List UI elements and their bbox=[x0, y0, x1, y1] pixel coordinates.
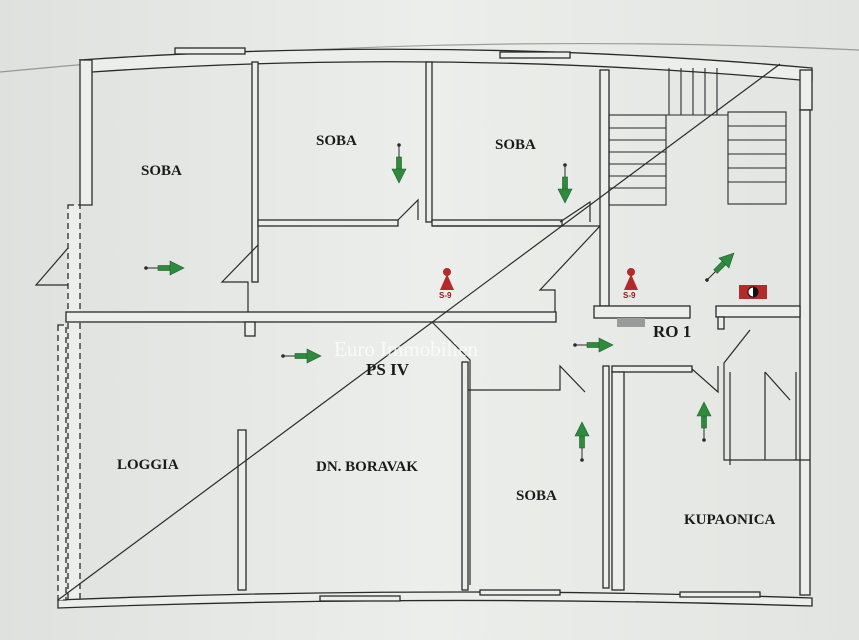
room-label-kupaonica: KUPAONICA bbox=[684, 512, 776, 528]
room-labels: SOBA SOBA SOBA SOBA LOGGIA DN. BORAVAK K… bbox=[117, 133, 776, 528]
walls bbox=[34, 47, 813, 609]
room-label-soba-3: SOBA bbox=[495, 137, 536, 153]
sensor-marker-1: S-9 bbox=[439, 268, 454, 300]
watermark: Euro Immobilien bbox=[334, 337, 479, 361]
svg-text:S-9: S-9 bbox=[623, 291, 636, 300]
svg-text:S-9: S-9 bbox=[439, 291, 452, 300]
ro-label: RO 1 bbox=[653, 322, 691, 341]
threshold-marker bbox=[617, 318, 645, 327]
sensor-icon bbox=[627, 268, 635, 276]
room-label-soba-4: SOBA bbox=[516, 488, 557, 504]
emergency-light-icon bbox=[739, 285, 767, 299]
room-label-soba-2: SOBA bbox=[316, 133, 357, 149]
sensor-icon bbox=[443, 268, 451, 276]
ps-label: PS IV bbox=[366, 360, 410, 379]
stairs bbox=[608, 68, 787, 206]
room-label-dn-boravak: DN. BORAVAK bbox=[316, 459, 418, 475]
room-label-soba-1: SOBA bbox=[141, 163, 182, 179]
room-label-loggia: LOGGIA bbox=[117, 457, 179, 473]
sensor-marker-2: S-9 bbox=[623, 268, 638, 300]
